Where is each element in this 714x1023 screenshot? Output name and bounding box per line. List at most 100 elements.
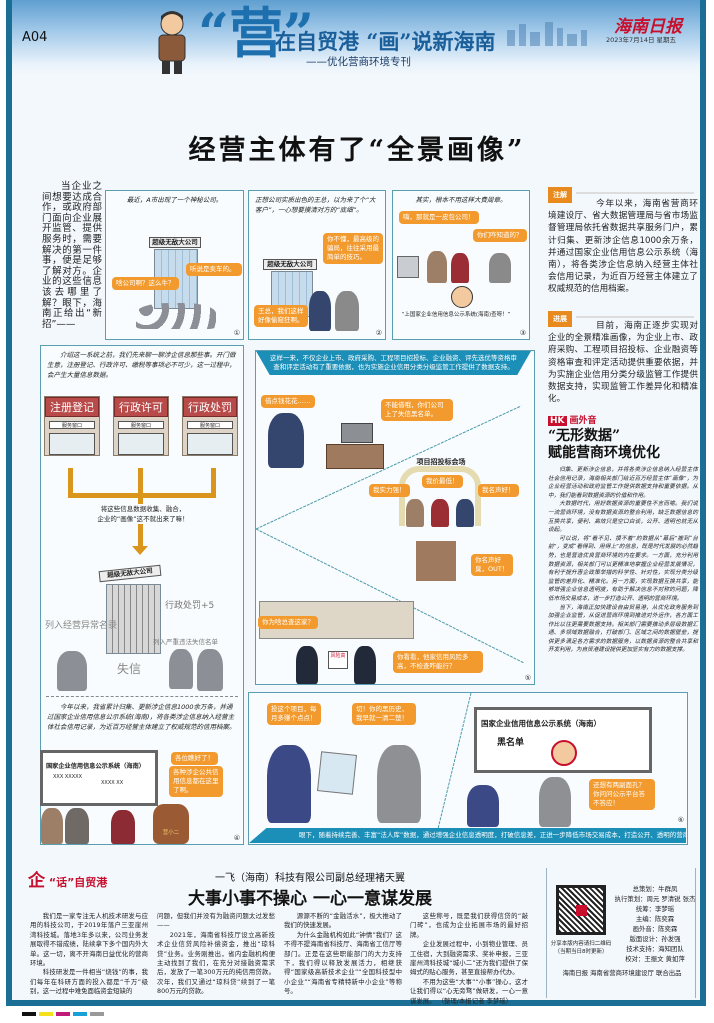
- speech-bubble: 你名声好臭，OUT！: [471, 554, 513, 576]
- tag-rule: [576, 316, 694, 318]
- article-column: 我们是一家专注无人机技术研发与应用的科技公司，于2019年落户三亚崖州湾科技城。…: [30, 912, 148, 997]
- person-illustration: [169, 649, 193, 689]
- column-logo: 企 “话”自贸港: [28, 866, 107, 891]
- qr-caption-2: （当期当日8时更新）: [554, 949, 608, 955]
- office-window: 行政处罚服务窗口: [182, 396, 238, 456]
- article-column: 问题，但我们并没有为融资问题太过发愁——2021年，海南省科技厅设立高新技术企业…: [157, 912, 275, 997]
- page-number: A04: [22, 30, 48, 45]
- speech-bubble: 啥公司啊？这么牛？: [112, 277, 179, 290]
- comic-panel-4: 介绍这一系统之前，我们先来聊一聊涉企信息那些事。开门做生意，注册登记、行政许可、…: [40, 345, 244, 845]
- paragraph: 问题，但我们并没有为融资问题太过发愁——: [157, 912, 275, 930]
- newspaper-logo: 海南日报: [614, 17, 682, 37]
- person-illustration: [467, 785, 499, 827]
- split-line: [436, 693, 472, 834]
- panel-number: ④: [233, 834, 240, 842]
- progress-tag: 进展: [548, 311, 572, 327]
- speech-bubble: 你看看，他家信用风险多高，不检查咋能行？: [393, 651, 483, 673]
- label-blacklist: 列入严重违法失信名单: [153, 638, 218, 646]
- note-tag: 注解: [548, 187, 572, 203]
- desk-illustration: [326, 444, 384, 469]
- comment-paragraph: 当下，海南正加快建设自由贸易港，从优化政务服务到加强企业监管，从促进营商环境到推…: [548, 604, 698, 654]
- board-row: XXXX XX: [101, 780, 124, 786]
- staff-line: 版面设计：孙发强: [629, 935, 681, 943]
- mascot-badge: 营小二: [153, 804, 189, 844]
- panel-number: ③: [519, 329, 526, 337]
- paragraph: 2021年，海南省科技厅设立高新技术企业信贷风险补偿资金，推出“琼科贷”业务。业…: [157, 930, 275, 996]
- crowd-illustration: [136, 303, 216, 329]
- comic-panel-1: 最近，A市出现了一个神秘公司。 超级无敌大公司 啥公司啊？这么牛？ 听说是卖车的…: [105, 190, 244, 340]
- mascot-illustration: [150, 10, 194, 76]
- panel-number: ⑤: [524, 674, 531, 682]
- officer-illustration: [296, 646, 318, 684]
- paragraph: 企业发展过程中，小到物业管理、员工住宿，大到融资需求、奖补申报，三亚崖州湾科技城…: [410, 940, 528, 977]
- company-sign: 超级无敌大公司: [149, 237, 201, 248]
- company-sign: 超级无敌大公司: [98, 564, 162, 583]
- staff-line: 统筹：李梦瑶: [635, 905, 675, 913]
- label-abnormal-list: 列入经营异常名录: [45, 621, 118, 631]
- speech-bubble: 各位瞧好了！: [171, 752, 218, 765]
- panel-caption: 正想公司实质出色的王总，以为来了个“大客户”，一心想要摸清对方的“底细”。: [255, 196, 376, 214]
- panel-caption: 今年以来，我省累计归集、更新涉企信息1000余万条，并通过国家企业信用信息公示系…: [47, 703, 236, 731]
- qr-logo-icon: [576, 905, 587, 916]
- person-illustration: [427, 251, 447, 283]
- qr-caption-1: 分享本版内容请扫二维码: [550, 941, 612, 947]
- person-illustration: [431, 499, 449, 527]
- speech-bubble: 嗨，那就是一皮包公司！: [399, 211, 479, 224]
- speech-bubble: 你们咋知道的？: [473, 229, 527, 242]
- window-pane: [118, 433, 164, 455]
- staff-list: 总策划：牛群凤 执行策划：周元 罗清锐 张杰 统筹：李梦瑶 主编：陈奕霖 画外音…: [610, 884, 700, 964]
- arrow-down-icon: [132, 546, 148, 555]
- main-title: 经营主体有了“全景画像”: [188, 135, 526, 166]
- computer-illustration: [341, 423, 373, 443]
- document: 风险高: [328, 651, 348, 669]
- split-lines: [256, 405, 525, 664]
- person-illustration: [377, 745, 421, 823]
- registration-marks: [22, 1012, 104, 1016]
- panel-quote: “上国家企业信用信息公示系统(海南)查呀！”: [401, 312, 511, 318]
- merge-text-1: 将这些信息数据收集、融合，: [100, 504, 186, 514]
- caption-banner: 这样一来，不仅企业上市、政府采购、工程项目招投标、企业融资、评先选优等资格审查和…: [256, 351, 531, 375]
- column-name: “话”自贸港: [48, 876, 108, 889]
- paper-illustration: [317, 751, 357, 795]
- merge-text: 将这些信息数据收集、融合， 企业的“画像”这不就出来了嘛！: [41, 504, 245, 524]
- staff-line: 校对：王振文 黄如萍: [625, 955, 685, 963]
- office-window: 注册登记服务窗口: [44, 396, 100, 456]
- speech-bubble: 我实力强！: [369, 484, 410, 497]
- staff-line: 总策划：牛群凤: [632, 885, 678, 893]
- paragraph: 科技研发是一件相当“烧钱”的事，我们每年在科研方面的投入都是“千万”级别，这一过…: [30, 968, 148, 996]
- speech-bubble: 听说是卖车的。: [186, 263, 242, 276]
- comment-title: “无形数据”赋能营商环境优化: [548, 428, 660, 462]
- comment-title-1: “无形数据”: [548, 428, 621, 444]
- header-title: 在自贸港 “画”说新海南: [275, 29, 496, 54]
- board-row: XXX XXXXX: [53, 774, 82, 780]
- comic-panel-2: 正想公司实质出色的王总，以为来了个“大客户”，一心想要摸清对方的“底细”。 超级…: [248, 190, 386, 340]
- reviewer-desk: [416, 541, 456, 581]
- progress-text: 目前，海南正逐步实现对企业的全景精准画像，为企业上市、政府采购、工程项目招投标、…: [548, 321, 698, 405]
- person-illustration: [456, 499, 474, 527]
- comment-title-2: 赋能营商环境优化: [548, 445, 660, 461]
- computer-illustration: [397, 256, 419, 278]
- note-text: 今年以来，海南省营商环境建设厅、省大数据管理局与省市场监督管理局依托省数据共享服…: [548, 199, 698, 295]
- paragraph: 这些称号，既是我们获得信贷的“敲门砖”，也成为企业拓展市场的最好招牌。: [410, 912, 528, 939]
- board-title: 国家企业信用信息公示系统（海南）: [481, 719, 601, 728]
- speech-bubble: 各种涉企公共信用信息都在这里了啊。: [169, 766, 223, 797]
- officer-illustration: [354, 646, 376, 684]
- tag-rule: [576, 192, 694, 194]
- panel-caption: 最近，A市出现了一个神秘公司。: [126, 196, 223, 204]
- credits-box: [546, 868, 696, 998]
- credit-system-board: 国家企业信用信息公示系统（海南） XXX XXXXX XXXX XX: [40, 750, 158, 806]
- speech-bubble: 还想有两副面孔？你问问公示平台答不答应！: [589, 779, 655, 810]
- person-illustration: [268, 413, 304, 468]
- header-big-character: “营”: [198, 1, 315, 65]
- person-illustration: [451, 253, 469, 283]
- speech-bubble: 借点钱花花……: [261, 395, 315, 408]
- person-illustration: [335, 291, 359, 331]
- qr-code[interactable]: [556, 885, 606, 935]
- broken-building-illustration: [106, 584, 161, 654]
- label-penalty: 行政处罚+5: [165, 601, 215, 611]
- venue-sign: 项目招投标会场: [416, 458, 466, 466]
- person-illustration: [57, 651, 87, 691]
- intro-text: 当企业之间想要达成合作，或政府部门面向企业展开监管、提供服务时，需要解决的第一件…: [42, 181, 102, 330]
- person-illustration: [539, 777, 571, 827]
